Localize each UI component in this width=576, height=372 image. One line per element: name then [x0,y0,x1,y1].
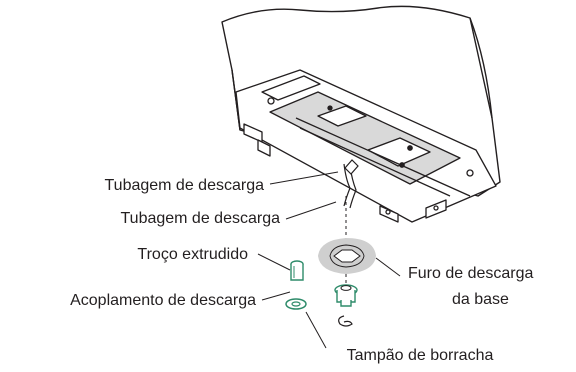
label-drain-coupling: Acoplamento de descarga [70,292,256,309]
base-plate [235,69,497,223]
label-drain-hose-lower: Tubagem de descarga [120,210,280,227]
label-rubber-plug: Tampão de borracha [347,347,494,364]
drain-hose [343,159,359,209]
drain-coupling-assembled [334,284,358,327]
extruded-section-part [290,260,304,281]
base-drain-hole [318,238,376,274]
label-extruded-section: Troço extrudido [137,246,248,263]
label-base-drain-hole-line1: Furo de descarga [408,265,534,282]
rubber-plug-part [285,298,307,310]
label-drain-hose-upper: Tubagem de descarga [104,177,264,194]
label-base-drain-hole-line2: da base [452,291,509,308]
leader-lines [257,171,401,349]
